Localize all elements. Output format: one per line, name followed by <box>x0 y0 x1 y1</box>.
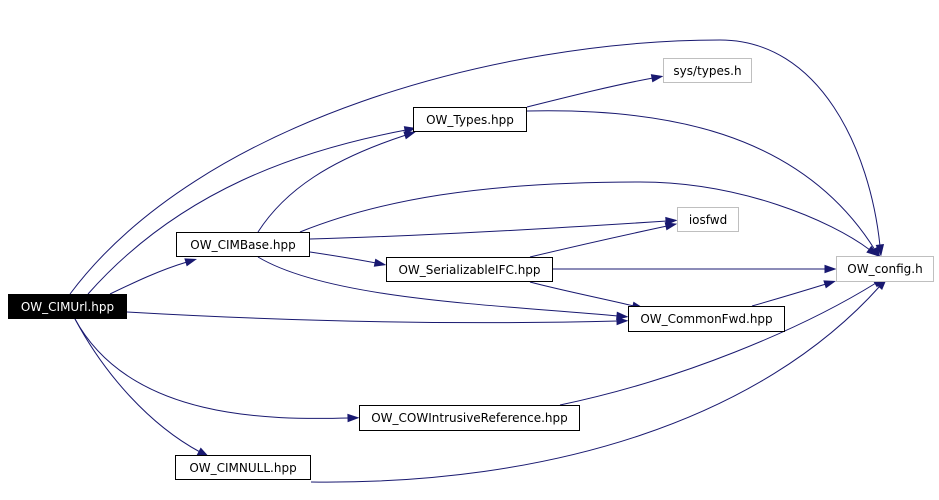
edge-line <box>529 281 635 307</box>
edge-commonfwd-to-config <box>751 280 837 307</box>
edge-cimbase-to-config <box>299 181 879 257</box>
edge-line <box>109 261 188 295</box>
edge-cimurl-to-cimnull <box>74 318 210 458</box>
edge-cimurl-to-cowref <box>74 318 360 423</box>
edge-cimnull-to-config <box>310 278 888 483</box>
edge-line <box>69 39 881 295</box>
edge-serializable-to-commonfwd <box>529 281 645 310</box>
node-ow-commonfwd-hpp[interactable]: OW_CommonFwd.hpp <box>628 306 785 332</box>
node-ow-types-hpp[interactable]: OW_Types.hpp <box>413 107 527 132</box>
edge-cimbase-to-serializable <box>309 251 387 267</box>
node-ow-cimnull-hpp[interactable]: OW_CIMNULL.hpp <box>175 455 311 480</box>
edge-line <box>526 77 654 108</box>
arrowhead <box>403 131 416 140</box>
arrowhead <box>650 74 664 83</box>
edge-layer <box>69 39 888 483</box>
edge-line <box>526 110 876 251</box>
arrowhead <box>347 413 360 423</box>
edge-line <box>257 134 407 233</box>
edge-line <box>559 282 877 406</box>
edge-line <box>751 283 827 307</box>
arrowhead <box>616 316 629 326</box>
edge-cimbase-to-commonfwd <box>257 256 629 321</box>
edge-line <box>309 251 377 264</box>
edge-cimurl-to-cimbase <box>109 258 198 295</box>
edge-cimurl-to-commonfwd <box>126 311 629 326</box>
edge-line <box>310 285 881 483</box>
edge-types-to-systypes <box>526 74 664 108</box>
edge-line <box>87 129 407 295</box>
edge-cimbase-to-types <box>257 131 416 233</box>
node-ow-config-h: OW_config.h <box>836 256 934 282</box>
node-iosfwd: iosfwd <box>677 207 739 232</box>
edge-serializable-to-iosfwd <box>529 222 678 258</box>
node-ow-cowintrusivereference-hpp[interactable]: OW_COWIntrusiveReference.hpp <box>359 405 580 431</box>
arrowhead <box>373 258 387 267</box>
edge-line <box>74 318 201 453</box>
arrowhead <box>616 311 629 321</box>
edge-serializable-to-config <box>553 264 837 274</box>
edge-line <box>309 220 668 240</box>
edge-types-to-config <box>526 110 881 259</box>
edge-cimurl-to-config <box>69 39 885 295</box>
arrowhead <box>875 244 885 257</box>
edge-line <box>257 256 619 317</box>
arrowhead <box>870 246 881 259</box>
arrowhead <box>824 264 837 274</box>
node-ow-serializableifc-hpp[interactable]: OW_SerializableIFC.hpp <box>386 257 553 282</box>
edge-line <box>529 225 668 258</box>
edge-line <box>126 311 619 324</box>
edge-cowref-to-config <box>559 277 885 406</box>
edge-line <box>299 181 871 251</box>
node-ow-cimurl-hpp[interactable]: OW_CIMUrl.hpp <box>8 294 127 319</box>
arrowhead <box>823 280 837 289</box>
node-sys-types-h: sys/types.h <box>663 58 752 83</box>
edge-line <box>74 318 350 419</box>
arrowhead <box>664 222 678 231</box>
node-ow-cimbase-hpp[interactable]: OW_CIMBase.hpp <box>176 232 310 257</box>
arrowhead <box>184 258 198 267</box>
